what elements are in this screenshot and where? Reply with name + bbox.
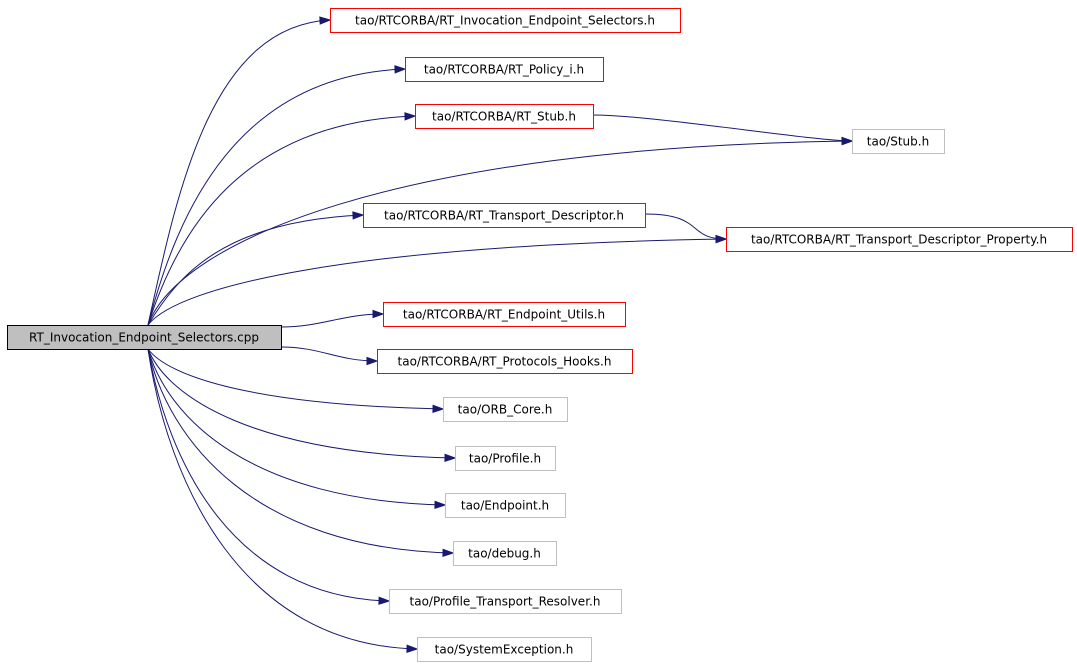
- edge-root-to-n10-arrowhead: [444, 453, 457, 462]
- edge-root-to-n14: [147, 348, 419, 653]
- edge-root-to-n8: [280, 346, 379, 366]
- node-box: [330, 8, 681, 33]
- edge-n3-to-n4: [592, 114, 854, 146]
- node-label: tao/RTCORBA/RT_Transport_Descriptor_Prop…: [751, 233, 1047, 247]
- node-label: tao/Stub.h: [867, 135, 929, 149]
- node-box: [415, 104, 594, 129]
- node-label: tao/Profile_Transport_Resolver.h: [410, 595, 601, 609]
- edge-root-to-n13-line: [147, 348, 390, 602]
- edge-root-to-n13-arrowhead: [378, 596, 391, 605]
- edge-root-to-n14-arrowhead: [406, 644, 419, 653]
- edge-n5-to-n6-arrowhead: [715, 234, 728, 244]
- node-label: tao/RTCORBA/RT_Endpoint_Utils.h: [403, 308, 605, 322]
- edge-root-to-n11-arrowhead: [434, 500, 447, 509]
- edge-root-to-n3-line: [147, 115, 416, 326]
- node-label: tao/RTCORBA/RT_Stub.h: [432, 110, 576, 124]
- node-box: [726, 227, 1073, 252]
- include-node-n1[interactable]: tao/RTCORBA/RT_Invocation_Endpoint_Selec…: [330, 8, 681, 33]
- edge-root-to-n10: [147, 348, 457, 462]
- edge-root-to-n12: [147, 348, 455, 557]
- node-label: tao/RTCORBA/RT_Policy_i.h: [424, 63, 584, 77]
- edge-root-to-n14-line: [147, 348, 418, 650]
- edge-root-to-n11-line: [147, 348, 446, 506]
- node-box: [443, 397, 568, 422]
- edge-root-to-n2-arrowhead: [394, 65, 407, 74]
- edge-root-to-n1-line: [147, 19, 331, 326]
- include-node-n14[interactable]: tao/SystemException.h: [417, 637, 592, 662]
- node-box: [389, 589, 622, 614]
- edge-root-to-n9-line: [147, 348, 444, 410]
- edge-root-to-n9: [147, 348, 445, 413]
- include-node-n4[interactable]: tao/Stub.h: [852, 129, 945, 154]
- include-node-n10[interactable]: tao/Profile.h: [455, 446, 556, 471]
- edge-root-to-n8-line: [280, 346, 378, 362]
- edge-root-to-n2: [147, 65, 407, 326]
- node-label: RT_Invocation_Endpoint_Selectors.cpp: [29, 331, 259, 345]
- node-box: [383, 302, 626, 327]
- node-box: [445, 493, 566, 518]
- node-label: tao/Endpoint.h: [461, 499, 549, 513]
- edge-root-to-n11: [147, 348, 447, 509]
- node-label: tao/RTCORBA/RT_Invocation_Endpoint_Selec…: [355, 14, 655, 28]
- edge-root-to-n2-line: [147, 68, 406, 326]
- node-label: tao/ORB_Core.h: [458, 403, 553, 417]
- edge-n5-to-n6-line: [644, 213, 727, 240]
- include-node-n8[interactable]: tao/RTCORBA/RT_Protocols_Hooks.h: [377, 349, 633, 374]
- edge-root-to-n3: [147, 112, 417, 326]
- node-box: [417, 637, 592, 662]
- edge-root-to-n9-arrowhead: [432, 404, 445, 413]
- node-box: [377, 349, 633, 374]
- node-label: tao/SystemException.h: [435, 643, 574, 657]
- edge-root-to-n7-arrowhead: [372, 309, 385, 319]
- node-box: [852, 129, 945, 154]
- include-node-n12[interactable]: tao/debug.h: [453, 541, 557, 566]
- root-file-node: RT_Invocation_Endpoint_Selectors.cpp: [7, 325, 282, 350]
- node-label: tao/debug.h: [468, 547, 541, 561]
- node-box: [7, 325, 282, 350]
- edge-root-to-n1: [147, 16, 332, 326]
- node-label: tao/RTCORBA/RT_Protocols_Hooks.h: [398, 355, 612, 369]
- edge-root-to-n12-arrowhead: [442, 548, 455, 557]
- edge-root-to-n10-line: [147, 348, 456, 459]
- include-node-n6[interactable]: tao/RTCORBA/RT_Transport_Descriptor_Prop…: [726, 227, 1073, 252]
- node-label: tao/RTCORBA/RT_Transport_Descriptor.h: [384, 209, 624, 223]
- node-label: tao/Profile.h: [469, 452, 541, 466]
- edge-n3-to-n4-line: [592, 114, 853, 142]
- edge-root-to-n5: [147, 211, 365, 326]
- edge-root-to-n7-line: [280, 313, 384, 328]
- edge-root-to-n3-arrowhead: [404, 112, 417, 121]
- node-box: [405, 57, 604, 82]
- edge-root-to-n5-line: [147, 214, 364, 326]
- include-node-n9[interactable]: tao/ORB_Core.h: [443, 397, 568, 422]
- node-box: [363, 203, 646, 228]
- edge-root-to-n6-line: [147, 238, 727, 326]
- include-node-n5[interactable]: tao/RTCORBA/RT_Transport_Descriptor.h: [363, 203, 646, 228]
- include-node-n2[interactable]: tao/RTCORBA/RT_Policy_i.h: [405, 57, 604, 82]
- edge-root-to-n12-line: [147, 348, 454, 554]
- edge-n5-to-n6: [644, 213, 728, 244]
- edge-root-to-n4-line: [147, 140, 853, 326]
- include-node-n3[interactable]: tao/RTCORBA/RT_Stub.h: [415, 104, 594, 129]
- edge-n3-to-n4-arrowhead: [841, 136, 854, 146]
- include-node-n7[interactable]: tao/RTCORBA/RT_Endpoint_Utils.h: [383, 302, 626, 327]
- include-node-n11[interactable]: tao/Endpoint.h: [445, 493, 566, 518]
- node-box: [453, 541, 557, 566]
- node-box: [455, 446, 556, 471]
- edge-root-to-n5-arrowhead: [352, 211, 365, 220]
- edge-root-to-n7: [280, 309, 385, 328]
- edge-root-to-n13: [147, 348, 391, 605]
- edge-root-to-n1-arrowhead: [319, 16, 332, 25]
- include-node-n13[interactable]: tao/Profile_Transport_Resolver.h: [389, 589, 622, 614]
- edge-root-to-n8-arrowhead: [366, 356, 379, 366]
